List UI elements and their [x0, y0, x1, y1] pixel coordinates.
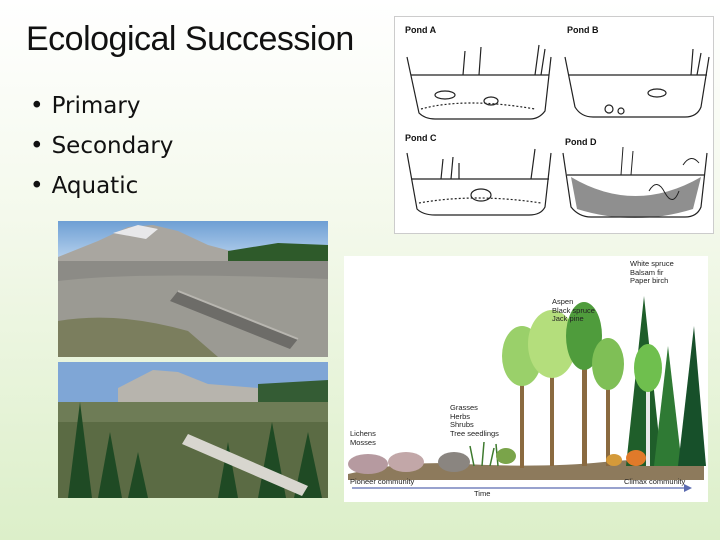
pond-b-label: Pond B: [567, 25, 599, 35]
pioneer-community-label: Pioneer community: [350, 477, 415, 486]
landscape-photo-bottom: [58, 362, 328, 498]
mid-trees-label: Aspen Black spruce Jack pine: [552, 297, 595, 323]
secondary-succession-photo: [58, 362, 328, 498]
pond-drawings: [406, 44, 710, 218]
slide-title: Ecological Succession: [26, 20, 354, 58]
pond-c-label: Pond C: [405, 133, 437, 143]
pond-d-label: Pond D: [565, 137, 597, 147]
lichens-label: Lichens Mosses: [350, 429, 376, 447]
pond-succession-diagram: Pond A Pond B Pond C Pond D: [394, 16, 714, 234]
bullet-list: Primary Secondary Aquatic: [30, 86, 174, 206]
bullet-item-aquatic: Aquatic: [30, 166, 173, 206]
shrubs-label: Grasses Herbs Shrubs Tree seedlings: [450, 403, 499, 438]
landscape-photo-top: [58, 221, 328, 357]
succession-drawing: [348, 296, 706, 492]
bullet-item-primary: Primary: [30, 86, 173, 126]
pond-a-label: Pond A: [405, 25, 437, 35]
time-axis-label: Time: [474, 489, 491, 498]
climax-trees-label: White spruce Balsam fir Paper birch: [630, 259, 674, 285]
climax-community-label: Climax community: [624, 477, 686, 486]
forest-succession-diagram: White spruce Balsam fir Paper birch Aspe…: [344, 256, 708, 502]
primary-succession-photo: [58, 221, 328, 357]
bullet-item-secondary: Secondary: [30, 126, 174, 166]
